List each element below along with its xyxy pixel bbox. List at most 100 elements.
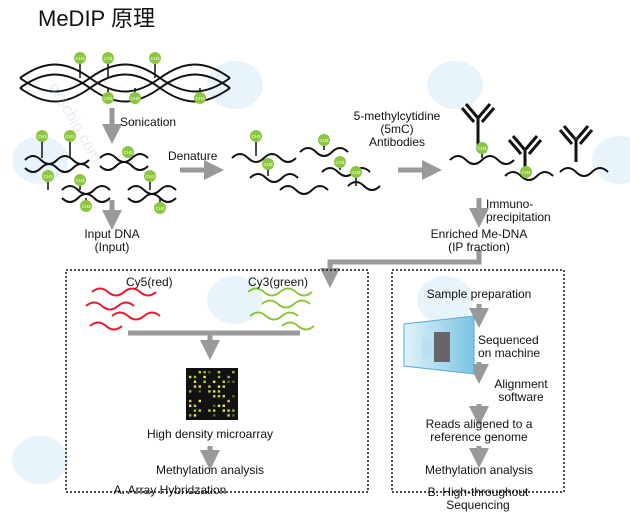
methyl-tag [144, 170, 156, 182]
sonication-label: Sonication [120, 115, 177, 129]
microarray-spot [213, 395, 216, 398]
enriched-line-1: Enriched Me-DNA [430, 227, 528, 241]
microarray-spot [227, 399, 230, 403]
methyl-tag-text: CH3 [251, 134, 260, 139]
input-dna-line-2: (Input) [94, 240, 130, 254]
reads-label: Reads aligened to a reference genome [404, 418, 554, 444]
microarray-spot [193, 409, 197, 412]
methyl-tag [262, 158, 274, 170]
reads-line-2: reference genome [430, 430, 528, 444]
sample-prep-label: Sample preparation [426, 287, 532, 301]
microarray-spot [193, 404, 197, 407]
microarray-spot [198, 409, 201, 412]
methyl-tag-text: CH3 [335, 160, 344, 165]
ip-line-1: Immuno- [486, 197, 534, 211]
microarray-spot [232, 414, 235, 417]
methyl-tag [194, 92, 206, 104]
sonicated-fragments [24, 153, 177, 203]
microarray-spot [232, 409, 235, 412]
microarray-spot [193, 385, 197, 388]
denatured-strands [231, 147, 381, 195]
antibody-line-1: 5-methylcytidine [353, 109, 441, 123]
cy3-strands [247, 287, 315, 331]
methyl-tag [42, 170, 54, 182]
microarray-spot [213, 390, 216, 393]
microarray-spot [189, 404, 192, 407]
cy5-strands [85, 287, 161, 331]
antibody-line-2: (5mC) [380, 122, 414, 136]
microarray-spot [193, 375, 197, 379]
methyl-tag-text: CH3 [477, 146, 486, 151]
microarray-spot [213, 380, 216, 383]
microarray-spot [198, 385, 201, 388]
methyl-tag-text: CH3 [263, 162, 272, 167]
methyl-tag [122, 146, 134, 158]
microarray-spot [222, 404, 225, 407]
alignment-line-2: software [498, 390, 544, 404]
alignment-line-1: Alignment [494, 377, 548, 391]
microarray-spot [217, 390, 221, 393]
microarray-spot [217, 385, 221, 388]
microarray-spot [232, 380, 235, 383]
methyl-tag-text: CH3 [75, 178, 84, 183]
bound-strands [449, 155, 609, 181]
array-panel-border [65, 269, 369, 493]
sequenced-label: Sequenced on machine [478, 334, 540, 360]
microarray-spot [222, 395, 225, 398]
microarray-spot [189, 375, 192, 379]
sequenced-line-2: on machine [478, 346, 541, 360]
microarray-spot [189, 399, 192, 403]
input-dna-line-1: Input DNA [84, 227, 140, 241]
microarray-spot [222, 409, 225, 412]
methyl-tag-text: CH3 [155, 206, 164, 211]
microarray-spot [227, 380, 230, 383]
microarray-spot [217, 371, 221, 374]
microarray-spot [227, 409, 230, 412]
microarray-spot [203, 375, 206, 379]
seq-caption-line-2: Sequencing [446, 498, 510, 512]
antibody-icons [460, 103, 594, 168]
ip-line-2: precipitation [486, 210, 551, 224]
methyl-tag [476, 142, 488, 154]
methyl-tag-text: CH3 [351, 170, 360, 175]
methyl-tag-text: CH3 [75, 56, 84, 61]
alignment-label: Alignment software [486, 378, 556, 404]
microarray-spot [193, 380, 197, 383]
antibody-line-3: Antibodies [368, 135, 426, 149]
enriched-label: Enriched Me-DNA (IP fraction) [414, 228, 544, 254]
methyl-tag [149, 52, 161, 64]
microarray-spot [198, 399, 201, 403]
reads-line-1: Reads aligened to a [425, 417, 533, 431]
methyl-tag-text: CH3 [37, 134, 46, 139]
microarray-spot [208, 409, 211, 412]
seq-caption: B. High-throughout Sequencing [398, 486, 558, 512]
methyl-tag-text: CH3 [81, 204, 90, 209]
microarray-spot [193, 414, 197, 417]
methyl-tag-text: CH3 [65, 134, 74, 139]
microarray-spot [198, 390, 201, 393]
seq-panel-border [391, 269, 565, 493]
methyl-tag-text: CH3 [103, 96, 112, 101]
methyl-tag-text: CH3 [521, 170, 530, 175]
microarray-chip [186, 368, 238, 420]
microarray-spot [217, 395, 221, 398]
methyl-tag [129, 92, 141, 104]
methyl-tag [520, 166, 532, 178]
microarray-spot [189, 390, 192, 393]
methyl-tag [74, 52, 86, 64]
sequenced-line-1: Sequenced [478, 333, 539, 347]
methyl-tag-text: CH3 [43, 174, 52, 179]
microarray-spot [232, 395, 235, 398]
methyl-tag [154, 202, 166, 214]
watermark-logos [12, 61, 630, 484]
microarray-spot [217, 404, 221, 407]
antibody-label: 5-methylcytidine (5mC) Antibodies [344, 110, 450, 149]
page-title: MeDIP 原理 [38, 6, 155, 31]
microarray-spot [213, 404, 216, 407]
denature-label: Denature [168, 149, 218, 163]
microarray-spot [208, 371, 211, 374]
input-dna-label: Input DNA (Input) [70, 228, 154, 254]
methyl-tag-text: CH3 [319, 138, 328, 143]
